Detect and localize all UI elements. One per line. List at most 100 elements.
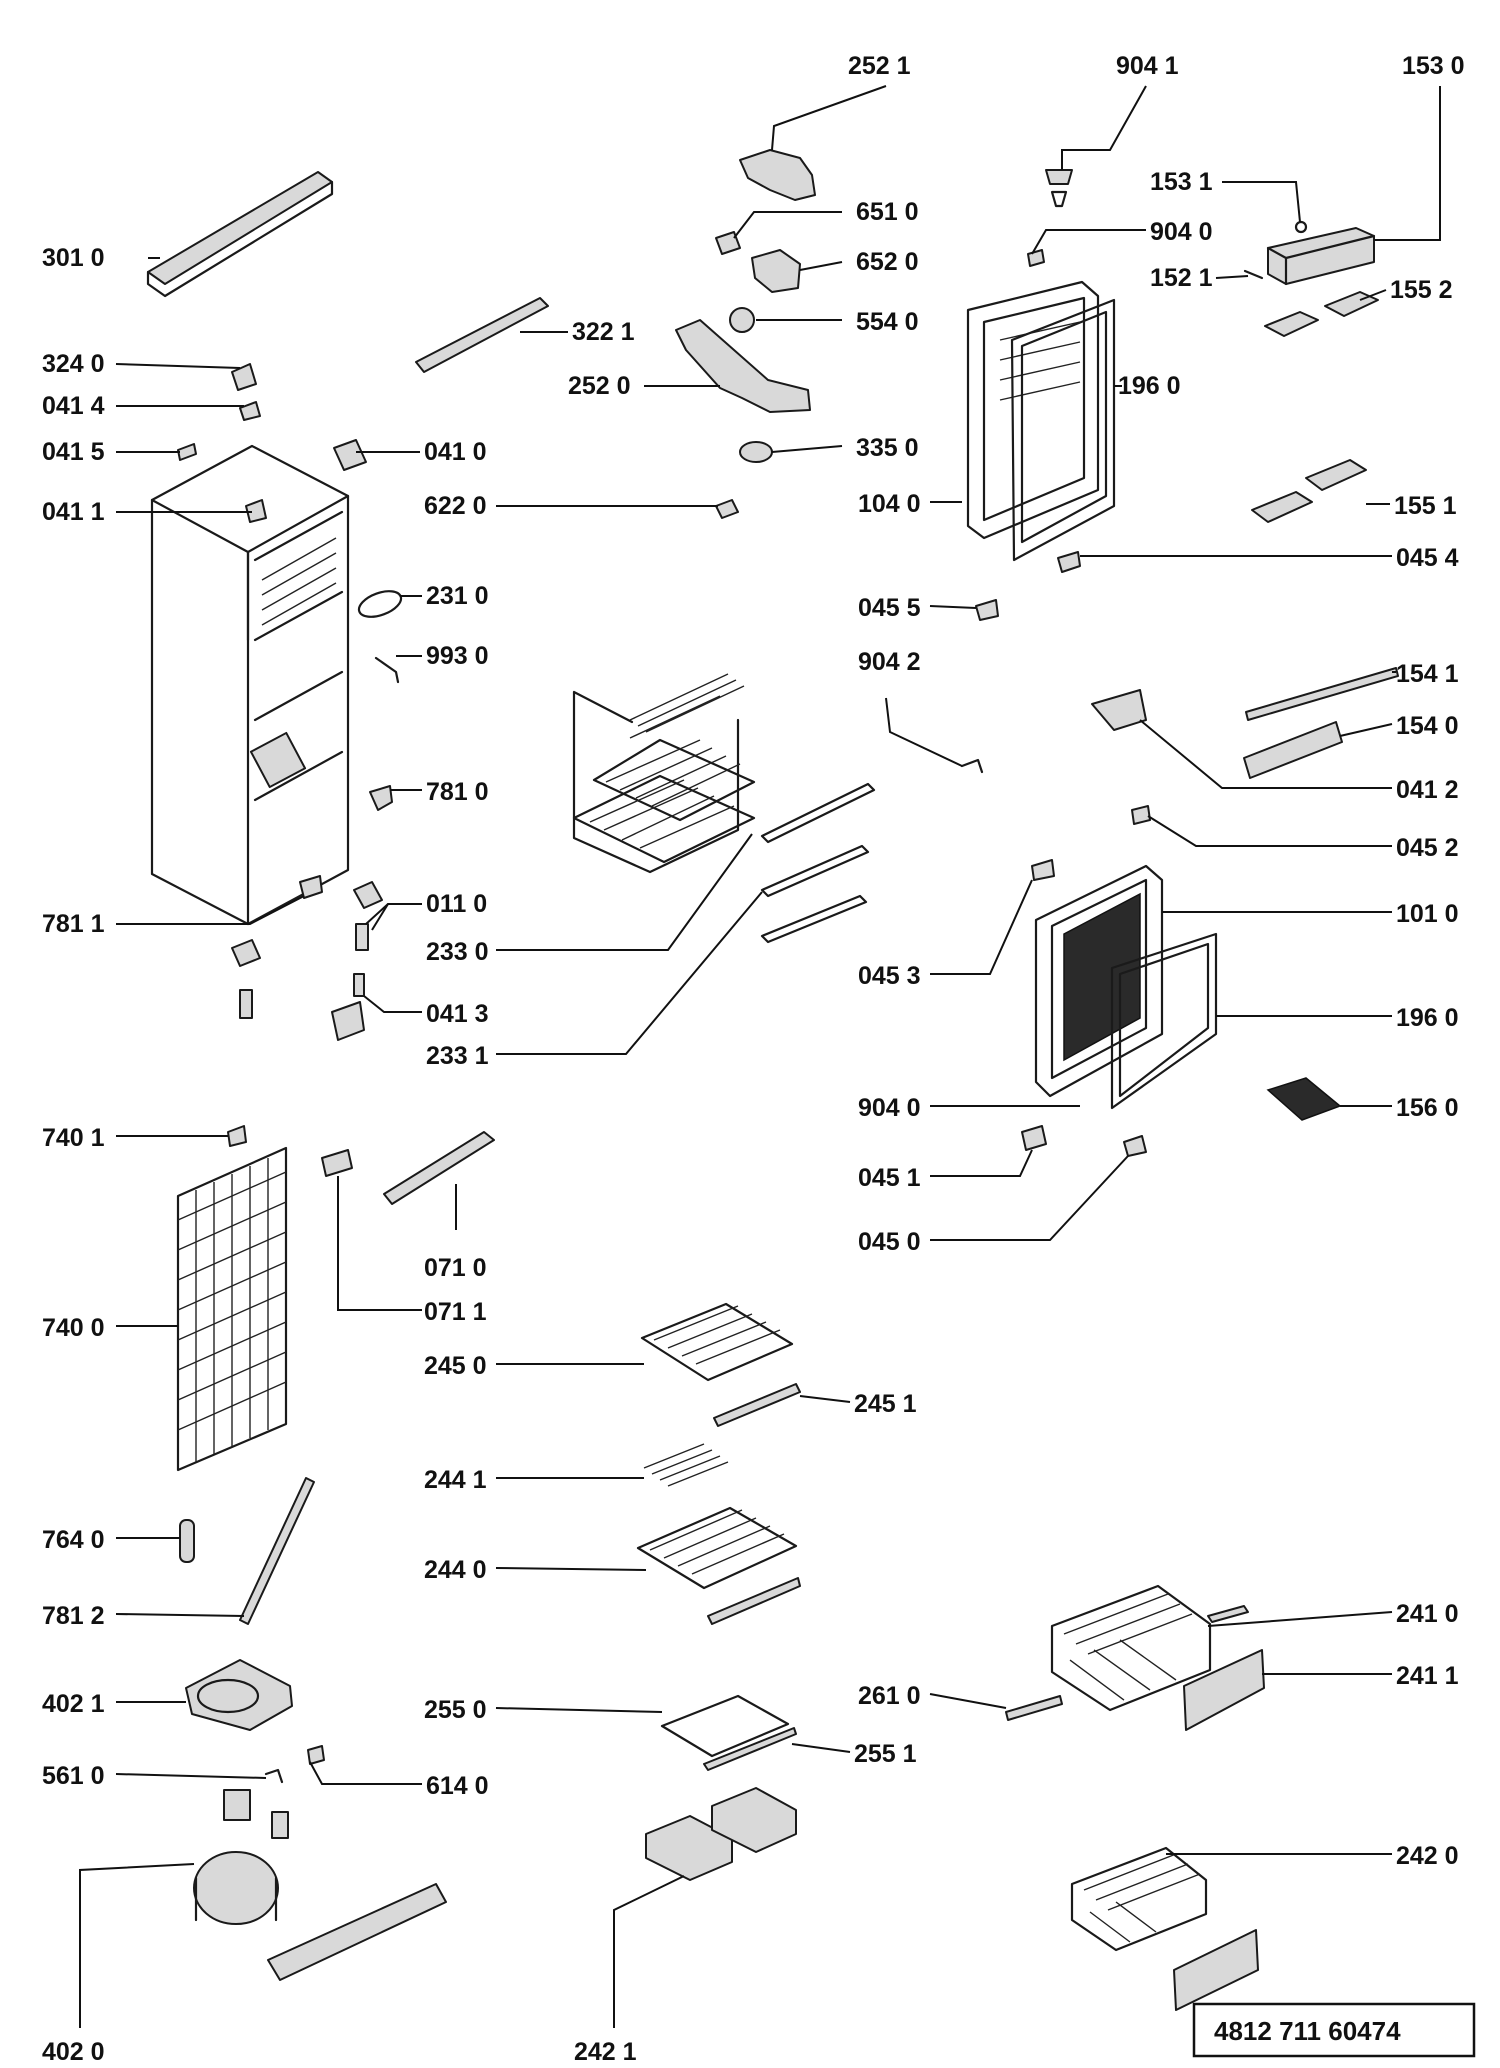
label-part-0412: 041 2	[1396, 776, 1459, 804]
part-drawings	[146, 149, 1399, 2011]
part-shelf-strips-2331	[760, 782, 876, 944]
label-part-1040: 104 0	[858, 490, 921, 518]
part-clip-1521	[1243, 269, 1264, 280]
part-7401	[227, 1125, 247, 1147]
label-part-9930: 993 0	[426, 642, 489, 670]
label-part-0410: 041 0	[424, 438, 487, 466]
leader-lines	[79, 85, 1441, 2028]
part-0413	[331, 973, 365, 1041]
part-2451	[713, 1383, 801, 1427]
label-part-1551: 155 1	[1394, 492, 1457, 520]
label-part-0454: 045 4	[1396, 544, 1459, 572]
part-clip-0411	[245, 499, 267, 523]
label-part-2520: 252 0	[568, 372, 631, 400]
label-part-3010: 301 0	[42, 244, 105, 272]
label-part-0455: 045 5	[858, 594, 921, 622]
label-part-3240: 324 0	[42, 350, 105, 378]
part-7812	[239, 1477, 315, 1625]
label-part-0415: 041 5	[42, 438, 105, 466]
label-part-4021: 402 1	[42, 1690, 105, 1718]
label-part-2610: 261 0	[858, 1682, 921, 1710]
part-relay	[223, 1789, 251, 1821]
label-part-9040a: 904 0	[1150, 218, 1213, 246]
part-1540	[1243, 721, 1343, 779]
part-2610	[1005, 1695, 1063, 1721]
part-0455	[975, 599, 999, 621]
label-part-1560: 156 0	[1396, 1094, 1459, 1122]
label-part-0110: 011 0	[426, 890, 487, 918]
part-crisper-2421	[645, 1787, 797, 1881]
label-part-3221: 322 1	[572, 318, 635, 346]
part-0452	[1131, 805, 1151, 825]
label-part-2440: 244 0	[424, 1556, 487, 1584]
label-part-0453: 045 3	[858, 962, 921, 990]
label-part-0413: 041 3	[426, 1000, 489, 1028]
part-top-rail-3010	[147, 171, 333, 285]
label-part-2521: 252 1	[848, 52, 911, 80]
label-part-2451: 245 1	[854, 1390, 917, 1418]
part-9040a	[1027, 249, 1045, 267]
part-2551	[703, 1727, 797, 1771]
part-9930	[374, 656, 400, 684]
label-part-2410: 241 0	[1396, 1600, 1459, 1628]
label-part-7400: 740 0	[42, 1314, 105, 1342]
part-hinge-cover-2521	[739, 149, 816, 201]
part-shelf-2450	[640, 1302, 794, 1382]
part-bar-0710	[383, 1131, 495, 1205]
part-0450	[1123, 1135, 1147, 1157]
label-part-7640: 764 0	[42, 1526, 105, 1554]
part-1541	[1245, 667, 1399, 721]
label-part-2441: 244 1	[424, 1466, 487, 1494]
part-glass-2550	[660, 1694, 790, 1758]
part-door-gasket-1960b	[1110, 932, 1218, 1110]
part-compressor-4020	[193, 1851, 279, 1925]
label-part-1552: 155 2	[1390, 276, 1453, 304]
part-foot-0110	[231, 881, 383, 1019]
label-part-9042: 904 2	[858, 648, 921, 676]
part-0454	[1057, 551, 1081, 573]
part-6220	[715, 499, 739, 519]
label-part-7811: 781 1	[42, 910, 105, 938]
label-part-1531: 153 1	[1150, 168, 1213, 196]
label-part-2421: 242 1	[574, 2038, 637, 2066]
document-code: 4812 711 60474	[1214, 2016, 1401, 2046]
part-6140	[307, 1745, 325, 1765]
label-part-0710: 071 0	[424, 1254, 487, 1282]
part-basket-2420	[1070, 1846, 1208, 1952]
label-part-7401: 740 1	[42, 1124, 105, 1152]
part-hinge-6520	[751, 249, 801, 293]
label-part-1540: 154 0	[1396, 712, 1459, 740]
label-part-2411: 241 1	[1396, 1662, 1459, 1690]
label-part-0414: 041 4	[42, 392, 105, 420]
label-part-4020: 402 0	[42, 2038, 105, 2066]
part-clip-0415	[177, 443, 197, 461]
part-clip-3240	[231, 363, 257, 391]
label-part-1530: 153 0	[1402, 52, 1465, 80]
label-part-0451: 045 1	[858, 1164, 921, 1192]
label-part-7812: 781 2	[42, 1602, 105, 1630]
part-basket-front-2420	[1173, 1929, 1259, 2011]
part-hinge-2520	[675, 319, 811, 413]
part-upper-door-1040	[966, 280, 1100, 540]
part-screw-9041	[1045, 169, 1073, 208]
label-part-5610: 561 0	[42, 1762, 105, 1790]
part-basket-2410	[1050, 1584, 1249, 1712]
label-part-5540: 554 0	[856, 308, 919, 336]
part-9042	[960, 758, 984, 774]
part-5610	[264, 1768, 284, 1784]
part-mounting-plate	[267, 1883, 447, 1981]
part-ice-tray-1560	[1266, 1077, 1342, 1121]
part-7811	[299, 875, 323, 899]
label-part-2330: 233 0	[426, 938, 489, 966]
label-part-2550: 255 0	[424, 1696, 487, 1724]
label-part-2331: 233 1	[426, 1042, 489, 1070]
part-trim-3221	[415, 297, 549, 373]
part-door-gasket-1960a	[1010, 298, 1116, 562]
part-7640	[179, 1519, 195, 1563]
label-part-2310: 231 0	[426, 582, 489, 610]
label-part-1960b: 196 0	[1396, 1004, 1459, 1032]
label-part-0450: 045 0	[858, 1228, 921, 1256]
label-part-2450: 245 0	[424, 1352, 487, 1380]
part-compressor-tray-4021	[185, 1659, 293, 1731]
label-part-7810: 781 0	[426, 778, 489, 806]
